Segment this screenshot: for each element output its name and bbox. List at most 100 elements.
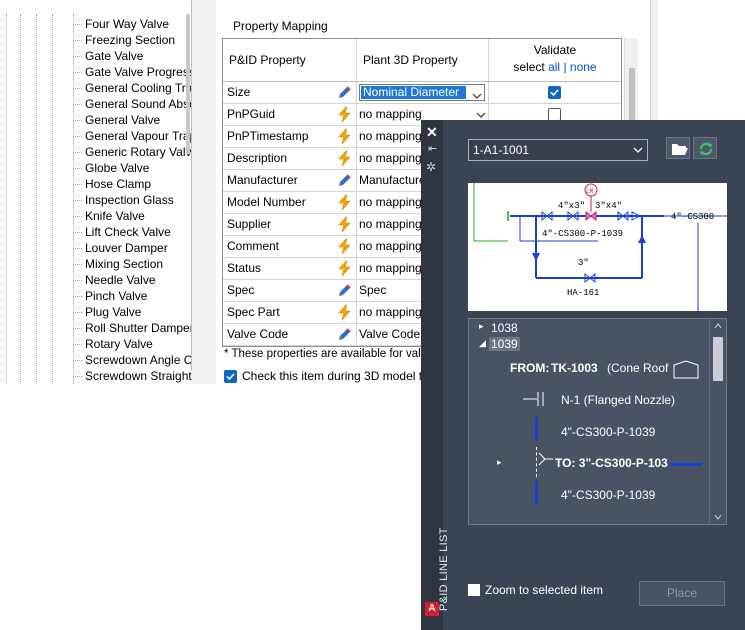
pid-property-cell: PnPTimestamp <box>223 126 357 147</box>
plant-property-cell[interactable]: Nominal Diameter <box>357 82 489 103</box>
select-none-link[interactable]: none <box>569 60 597 74</box>
open-drawing-button[interactable] <box>666 137 690 159</box>
tree-item[interactable]: Needle Valve <box>73 272 193 288</box>
zoom-checkbox[interactable] <box>468 584 480 596</box>
tree-guide-line <box>6 14 7 384</box>
plant-property-value: no mapping <box>359 195 422 209</box>
flow-arrow <box>532 253 540 261</box>
instrument-tag: LM <box>586 188 594 195</box>
plant-property-value: Valve Code <box>359 327 421 341</box>
line-segment-node[interactable]: 4"-CS300-P-1039 <box>561 425 656 439</box>
refresh-button[interactable] <box>693 137 717 159</box>
palette-title-strip: ✕ ⇤ ✲ P&ID LINE LIST A <box>421 120 450 630</box>
plant-property-select[interactable]: Nominal Diameter <box>359 84 485 101</box>
nozzle-node[interactable]: N-1 (Flanged Nozzle) <box>561 393 676 407</box>
splitter[interactable] <box>192 0 216 384</box>
tree-guide-line <box>73 14 74 384</box>
checkmark-icon <box>550 89 559 97</box>
tree-item[interactable]: Screwdown Angle Cl <box>73 352 193 368</box>
to-node[interactable]: TO: 3"-CS300-P-103 <box>555 456 668 470</box>
tree-item[interactable]: Louver Damper <box>73 240 193 256</box>
lightning-icon[interactable] <box>336 128 353 145</box>
tree-item[interactable]: Gate Valve <box>73 48 193 64</box>
header-plant-property: Plant 3D Property <box>357 39 489 81</box>
tree-item[interactable]: Mixing Section <box>73 256 193 272</box>
lightning-icon[interactable] <box>336 216 353 233</box>
pid-property-cell: Spec <box>223 280 357 301</box>
gear-icon[interactable]: ✲ <box>426 160 437 174</box>
tree-item[interactable]: Freezing Section <box>73 32 193 48</box>
pid-line-list-palette: ✕ ⇤ ✲ P&ID LINE LIST A 1-A1-1001 <box>421 120 745 630</box>
tree-item[interactable]: Rotary Valve <box>73 336 193 352</box>
tree-item[interactable]: General Vapour Trap <box>73 128 193 144</box>
scrollbar-thumb[interactable] <box>629 68 635 128</box>
selected-valve-symbol <box>585 210 597 222</box>
expand-arrow-icon[interactable]: ▸ <box>479 321 484 331</box>
close-icon[interactable]: ✕ <box>426 124 438 140</box>
tree-item[interactable]: Gate Valve Progressi <box>73 64 193 80</box>
tree-item[interactable]: Lift Check Valve <box>73 224 193 240</box>
collapse-arrow-icon[interactable]: ◢ <box>479 338 486 348</box>
tree-item[interactable]: Plug Valve <box>73 304 193 320</box>
nozzle-icon <box>523 392 544 406</box>
tree-scrollbar[interactable] <box>186 14 190 154</box>
pin-icon[interactable]: ⇤ <box>428 143 438 155</box>
scrollbar-thumb[interactable] <box>713 337 723 381</box>
lightning-icon[interactable] <box>336 260 353 277</box>
check-3d-checkbox[interactable] <box>224 369 237 383</box>
chevron-down-icon[interactable] <box>472 91 482 101</box>
place-button[interactable]: Place <box>639 581 725 606</box>
lightning-icon[interactable] <box>336 304 353 321</box>
tree-item[interactable]: Generic Rotary Valve <box>73 144 193 160</box>
tree-item[interactable]: General Valve <box>73 112 193 128</box>
pencil-icon[interactable] <box>336 84 353 101</box>
check-3d-option[interactable]: Check this item during 3D model to F <box>224 369 439 383</box>
line-segment-node[interactable]: 4"-CS300-P-1039 <box>561 488 656 502</box>
plant-property-value: Manufacturer <box>359 173 430 187</box>
tree-item[interactable]: Pinch Valve <box>73 288 193 304</box>
pid-property-label: Valve Code <box>227 327 289 341</box>
tree-item[interactable]: Inspection Glass <box>73 192 193 208</box>
scroll-down-icon[interactable] <box>714 514 722 520</box>
tree-item[interactable]: General Cooling Trap <box>73 80 193 96</box>
tree-item[interactable]: Globe Valve <box>73 160 193 176</box>
mapping-row[interactable]: Size Nominal Diameter <box>223 82 621 104</box>
lightning-icon[interactable] <box>336 194 353 211</box>
pencil-icon[interactable] <box>336 282 353 299</box>
panel-title: Property Mapping <box>233 19 328 33</box>
lightning-icon[interactable] <box>336 106 353 123</box>
lightning-icon[interactable] <box>336 150 353 167</box>
pencil-icon[interactable] <box>336 172 353 189</box>
line-node-1038[interactable]: 1038 <box>491 321 518 335</box>
divider <box>191 0 192 370</box>
tree-item[interactable]: Knife Valve <box>73 208 193 224</box>
lightning-icon[interactable] <box>336 238 353 255</box>
tree-item[interactable]: Screwdown Straightv <box>73 368 193 384</box>
refresh-icon <box>699 142 713 156</box>
plant-property-value: no mapping <box>359 217 422 231</box>
validate-checkbox[interactable] <box>548 86 561 99</box>
line-node-1039[interactable]: 1039 <box>489 337 520 351</box>
from-tag[interactable]: TK-1003 <box>551 361 598 375</box>
connection-icon <box>538 452 553 466</box>
tree-item[interactable]: General Sound Abso <box>73 96 193 112</box>
scroll-up-icon[interactable] <box>714 323 722 329</box>
tree-item[interactable]: Four Way Valve <box>73 16 193 32</box>
zoom-to-selected-option[interactable]: Zoom to selected item <box>468 583 603 597</box>
pid-property-label: Status <box>227 261 262 275</box>
from-label: FROM: <box>510 361 550 375</box>
drawing-preview[interactable]: LM 4"x3" 3"x4" 4"-CS300 4"-CS300-P-1039 … <box>468 183 727 311</box>
expand-arrow-icon[interactable]: ▸ <box>497 457 502 467</box>
plant-property-cell[interactable]: no mapping <box>357 104 489 125</box>
pid-property-label: Size <box>227 85 251 99</box>
tree-item[interactable]: Hose Clamp <box>73 176 193 192</box>
tree-item[interactable]: Roll Shutter Damper <box>73 320 193 336</box>
line-list-scrollbar[interactable] <box>709 319 726 524</box>
select-all-link[interactable]: all <box>548 60 561 74</box>
chevron-down-icon[interactable] <box>476 110 486 120</box>
pencil-icon[interactable] <box>336 326 353 343</box>
reducer-symbol <box>631 211 642 221</box>
line-number-select[interactable]: 1-A1-1001 <box>468 139 648 161</box>
pid-property-label: PnPTimestamp <box>227 129 309 143</box>
